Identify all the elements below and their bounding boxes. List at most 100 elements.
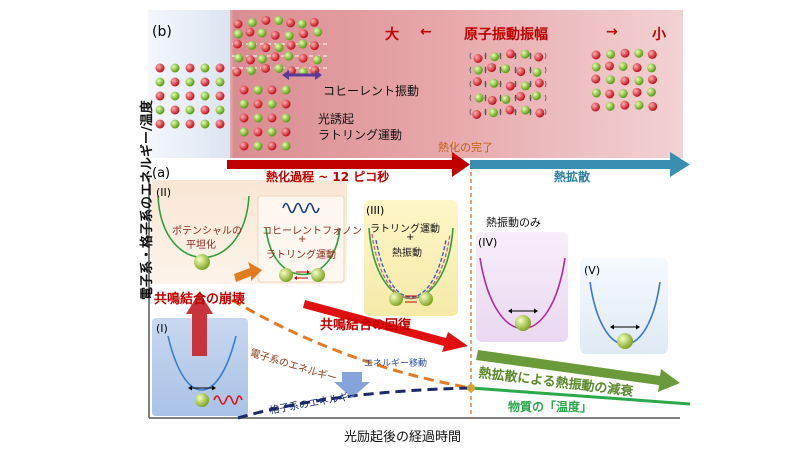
ground-state-lattice (155, 63, 225, 129)
stage-5-panel (580, 258, 668, 354)
atom-icon (170, 77, 180, 87)
atom-icon (233, 19, 243, 29)
thermalization-arrow (227, 152, 470, 177)
atom-icon (155, 63, 165, 73)
atom-icon (618, 61, 628, 71)
diffusion-arrow (470, 152, 690, 177)
atom-icon (286, 40, 296, 50)
atom-icon (200, 91, 210, 101)
stage-4-panel (476, 232, 568, 342)
atom-icon (532, 67, 542, 77)
atom-icon (516, 67, 526, 77)
atom-icon (270, 52, 280, 62)
atom-icon (155, 105, 165, 115)
atom-icon (501, 94, 511, 104)
atom-icon (257, 54, 267, 64)
coherent-phonon-line2: ラトリング運動 (266, 250, 336, 261)
atom-icon (605, 101, 615, 111)
thermal-only-label: 熱振動のみ (486, 216, 541, 229)
atom-icon (286, 66, 296, 76)
atom-icon (591, 88, 601, 98)
atom-icon (281, 99, 291, 109)
atom-icon (215, 105, 225, 115)
coherent-vibration-arrow-icon (282, 70, 322, 80)
atom-icon (647, 49, 657, 59)
amplitude-large-label: 大 (385, 27, 399, 43)
atom-icon (274, 15, 284, 25)
rattling-label-line2: ラトリング運動 (318, 128, 403, 142)
atom-icon (234, 53, 244, 63)
rattling-label-line1: 光誘起 (318, 112, 355, 126)
stage-4-label: (IV) (478, 236, 498, 249)
coherent-phonon-line1: コヒーレントフォノン (262, 226, 362, 237)
atom-icon (200, 77, 210, 87)
atom-icon (505, 49, 515, 59)
potential-flatten-line2: 平坦化 (186, 240, 216, 251)
amplitude-small-label: 小 (652, 27, 666, 43)
axes (148, 178, 680, 419)
atom-icon (606, 49, 616, 59)
phonon-wave-icon (282, 202, 320, 214)
temperature-line (470, 386, 691, 406)
atom-icon (257, 28, 267, 38)
atom-icon (267, 99, 277, 109)
resonance-collapse-label: 共鳴結合の崩壊 (154, 292, 246, 307)
amplitude-title: 原子振動振幅 (464, 27, 548, 43)
atom-icon (245, 27, 255, 37)
atom-icon (299, 29, 309, 39)
atom-icon (298, 39, 308, 49)
arrow-right-glyph: → (606, 24, 618, 40)
atom-icon (505, 81, 515, 91)
energy-transfer-arrow-icon (334, 372, 370, 398)
stage-2-panel (151, 180, 347, 284)
atom-icon (155, 91, 165, 101)
vibration-arc-icon (529, 94, 547, 102)
atom-icon (605, 89, 615, 99)
panel-a-label: (a) (152, 166, 171, 181)
atom-icon (239, 113, 249, 123)
atom-icon (473, 65, 483, 75)
atom-icon (632, 87, 642, 97)
atom-icon (247, 18, 257, 28)
equilibrium-point (467, 384, 475, 392)
atom-icon (170, 63, 180, 73)
atom-icon (313, 27, 323, 37)
atom-icon (239, 141, 249, 151)
resonance-recovery-label: 共鳴結合の回復 (320, 318, 412, 333)
temperature-label: 物質の「温度」 (508, 400, 593, 414)
atom-icon (489, 78, 499, 88)
atom-icon (185, 119, 195, 129)
atom-icon (274, 63, 284, 73)
vibration-arc-icon (529, 66, 547, 74)
atom-icon (185, 105, 195, 115)
atom-icon (520, 105, 530, 115)
atom-icon (270, 30, 280, 40)
rattling-lattice (239, 85, 291, 151)
atom-icon (591, 62, 601, 72)
atom-icon (253, 113, 263, 123)
y-axis-title: 電子系・格子系のエネルギー/温度 (140, 100, 155, 300)
atom-icon (215, 63, 225, 73)
atom-icon (520, 49, 530, 59)
atom-icon (261, 63, 271, 73)
atom-icon (309, 41, 319, 51)
arrow-left-glyph: ← (420, 24, 432, 40)
stage-2-label: (II) (156, 186, 172, 199)
stage-1-panel (152, 318, 248, 416)
atom-icon (620, 76, 630, 86)
laser-pulse-icon (213, 395, 243, 405)
atom-icon (284, 31, 294, 41)
atom-icon (215, 77, 225, 87)
atom-icon (267, 127, 277, 137)
atom-icon (531, 91, 541, 101)
potential-flatten-line1: ポテンシャルの (172, 226, 242, 237)
cool-lattice (590, 48, 658, 112)
transition-arrow-icon (234, 262, 262, 282)
atom-icon (155, 119, 165, 129)
atom-icon (488, 108, 498, 118)
x-axis-title: 光励起後の経過時間 (344, 430, 462, 445)
stage-3-panel (364, 200, 458, 316)
atom-icon (233, 29, 243, 39)
atom-icon (620, 48, 630, 58)
